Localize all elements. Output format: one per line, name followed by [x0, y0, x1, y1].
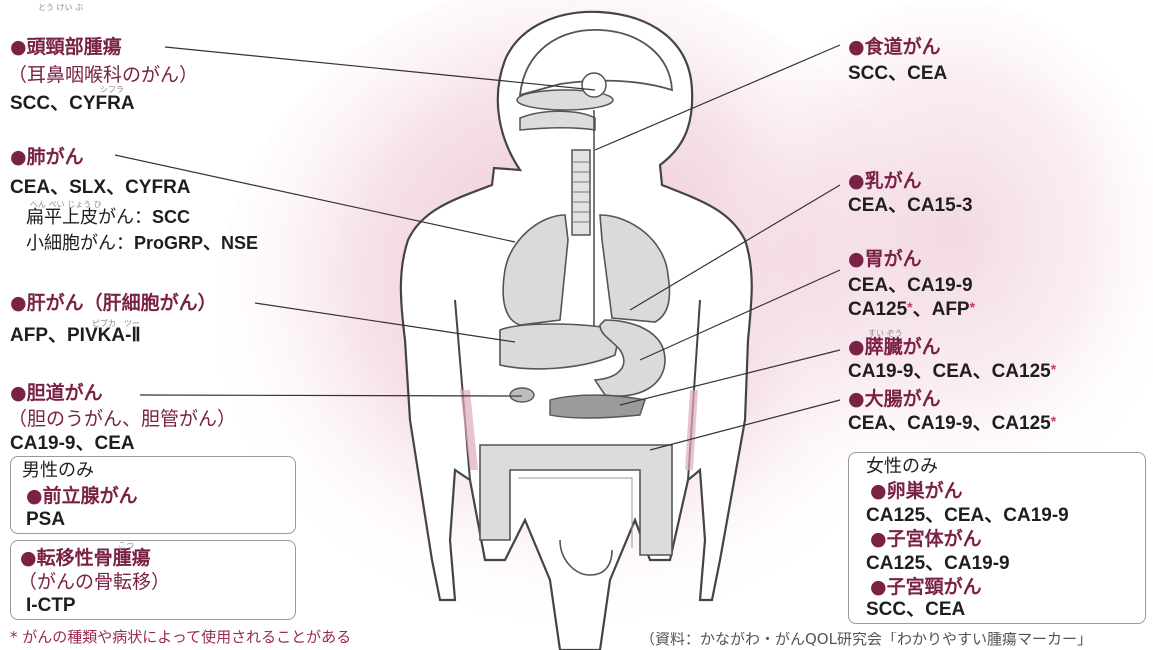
asterisk-colon: *: [1051, 413, 1056, 429]
leader-liver: [255, 303, 515, 342]
lung-sub1: 扁平上皮がん：SCC: [26, 208, 190, 227]
lung-sub1-label: 扁平上皮がん：: [26, 207, 152, 228]
biliary-markers: CA19-9、CEA: [10, 434, 135, 453]
leader-esophagus: [595, 45, 840, 150]
female-only-heading: 女性のみ: [866, 458, 938, 476]
bone-sub: （がんの骨転移）: [18, 573, 170, 592]
liver-markers: AFP、PIVKA-Ⅱ: [10, 326, 141, 345]
lung-sub2-marker: ProGRP、NSE: [134, 233, 258, 253]
biliary-sub: （胆のうがん、胆管がん）: [8, 410, 236, 429]
colon-markers: CEA、CA19-9、CA125*: [848, 414, 1056, 433]
leader-head-neck: [165, 47, 595, 90]
footnote-left: * がんの種類や病状によって使用されることがある: [10, 630, 351, 645]
leader-biliary: [140, 395, 522, 396]
stomach-afp: 、AFP: [913, 299, 970, 320]
colon-markers-text: CEA、CA19-9、CA125: [848, 413, 1051, 434]
asterisk-stomach-2: *: [970, 299, 975, 315]
uterine-body-title: ●子宮体がん: [870, 530, 982, 549]
prostate-title: ●前立腺がん: [26, 487, 138, 506]
leader-colon: [650, 400, 840, 450]
lung-markers: CEA、SLX、CYFRA: [10, 178, 191, 197]
ovary-title: ●卵巣がん: [870, 482, 963, 501]
colon-title: ●大腸がん: [848, 390, 941, 409]
leader-lung: [115, 155, 515, 242]
cervical-title: ●子宮頸がん: [870, 578, 982, 597]
esophagus-title: ●食道がん: [848, 38, 941, 57]
bone-markers: I-CTP: [26, 596, 76, 615]
footnote-right: （資料：かながわ・がんQOL研究会「わかりやすい腫瘍マーカー」: [640, 632, 1150, 647]
male-only-heading: 男性のみ: [22, 462, 94, 480]
pancreas-markers-text: CA19-9、CEA、CA125: [848, 361, 1051, 382]
liver-title: ●肝がん（肝細胞がん）: [10, 294, 217, 313]
stomach-title: ●胃がん: [848, 250, 922, 269]
pancreas-title: ●膵臓がん: [848, 338, 941, 357]
lung-sub1-marker: SCC: [152, 207, 190, 227]
leader-stomach: [640, 270, 840, 360]
head-neck-markers: SCC、CYFRA: [10, 94, 135, 113]
stomach-markers-1: CEA、CA19-9: [848, 276, 973, 295]
esophagus-markers: SCC、CEA: [848, 64, 947, 83]
lung-title: ●肺がん: [10, 148, 84, 167]
lung-sub2-label: 小細胞がん：: [26, 233, 134, 254]
lung-sub2: 小細胞がん：ProGRP、NSE: [26, 234, 258, 253]
head-neck-sub: （耳鼻咽喉科のがん）: [8, 66, 198, 85]
ovary-markers: CA125、CEA、CA19-9: [866, 506, 1069, 525]
head-neck-title: ●頭頸部腫瘍: [10, 38, 122, 57]
breast-markers: CEA、CA15-3: [848, 196, 973, 215]
cervical-markers: SCC、CEA: [866, 600, 965, 619]
prostate-markers: PSA: [26, 510, 65, 529]
bone-title: ●転移性骨腫瘍: [20, 549, 151, 568]
leader-breast: [630, 185, 840, 310]
breast-title: ●乳がん: [848, 172, 922, 191]
stomach-markers-2: CA125*、AFP*: [848, 300, 975, 319]
pancreas-markers: CA19-9、CEA、CA125*: [848, 362, 1056, 381]
biliary-title: ●胆道がん: [10, 384, 103, 403]
leader-pancreas: [620, 350, 840, 405]
stomach-ca125: CA125: [848, 299, 907, 320]
asterisk-pancreas: *: [1051, 361, 1056, 377]
head-neck-ruby: とう けい ぶ: [38, 2, 83, 13]
uterine-body-markers: CA125、CA19-9: [866, 554, 1010, 573]
